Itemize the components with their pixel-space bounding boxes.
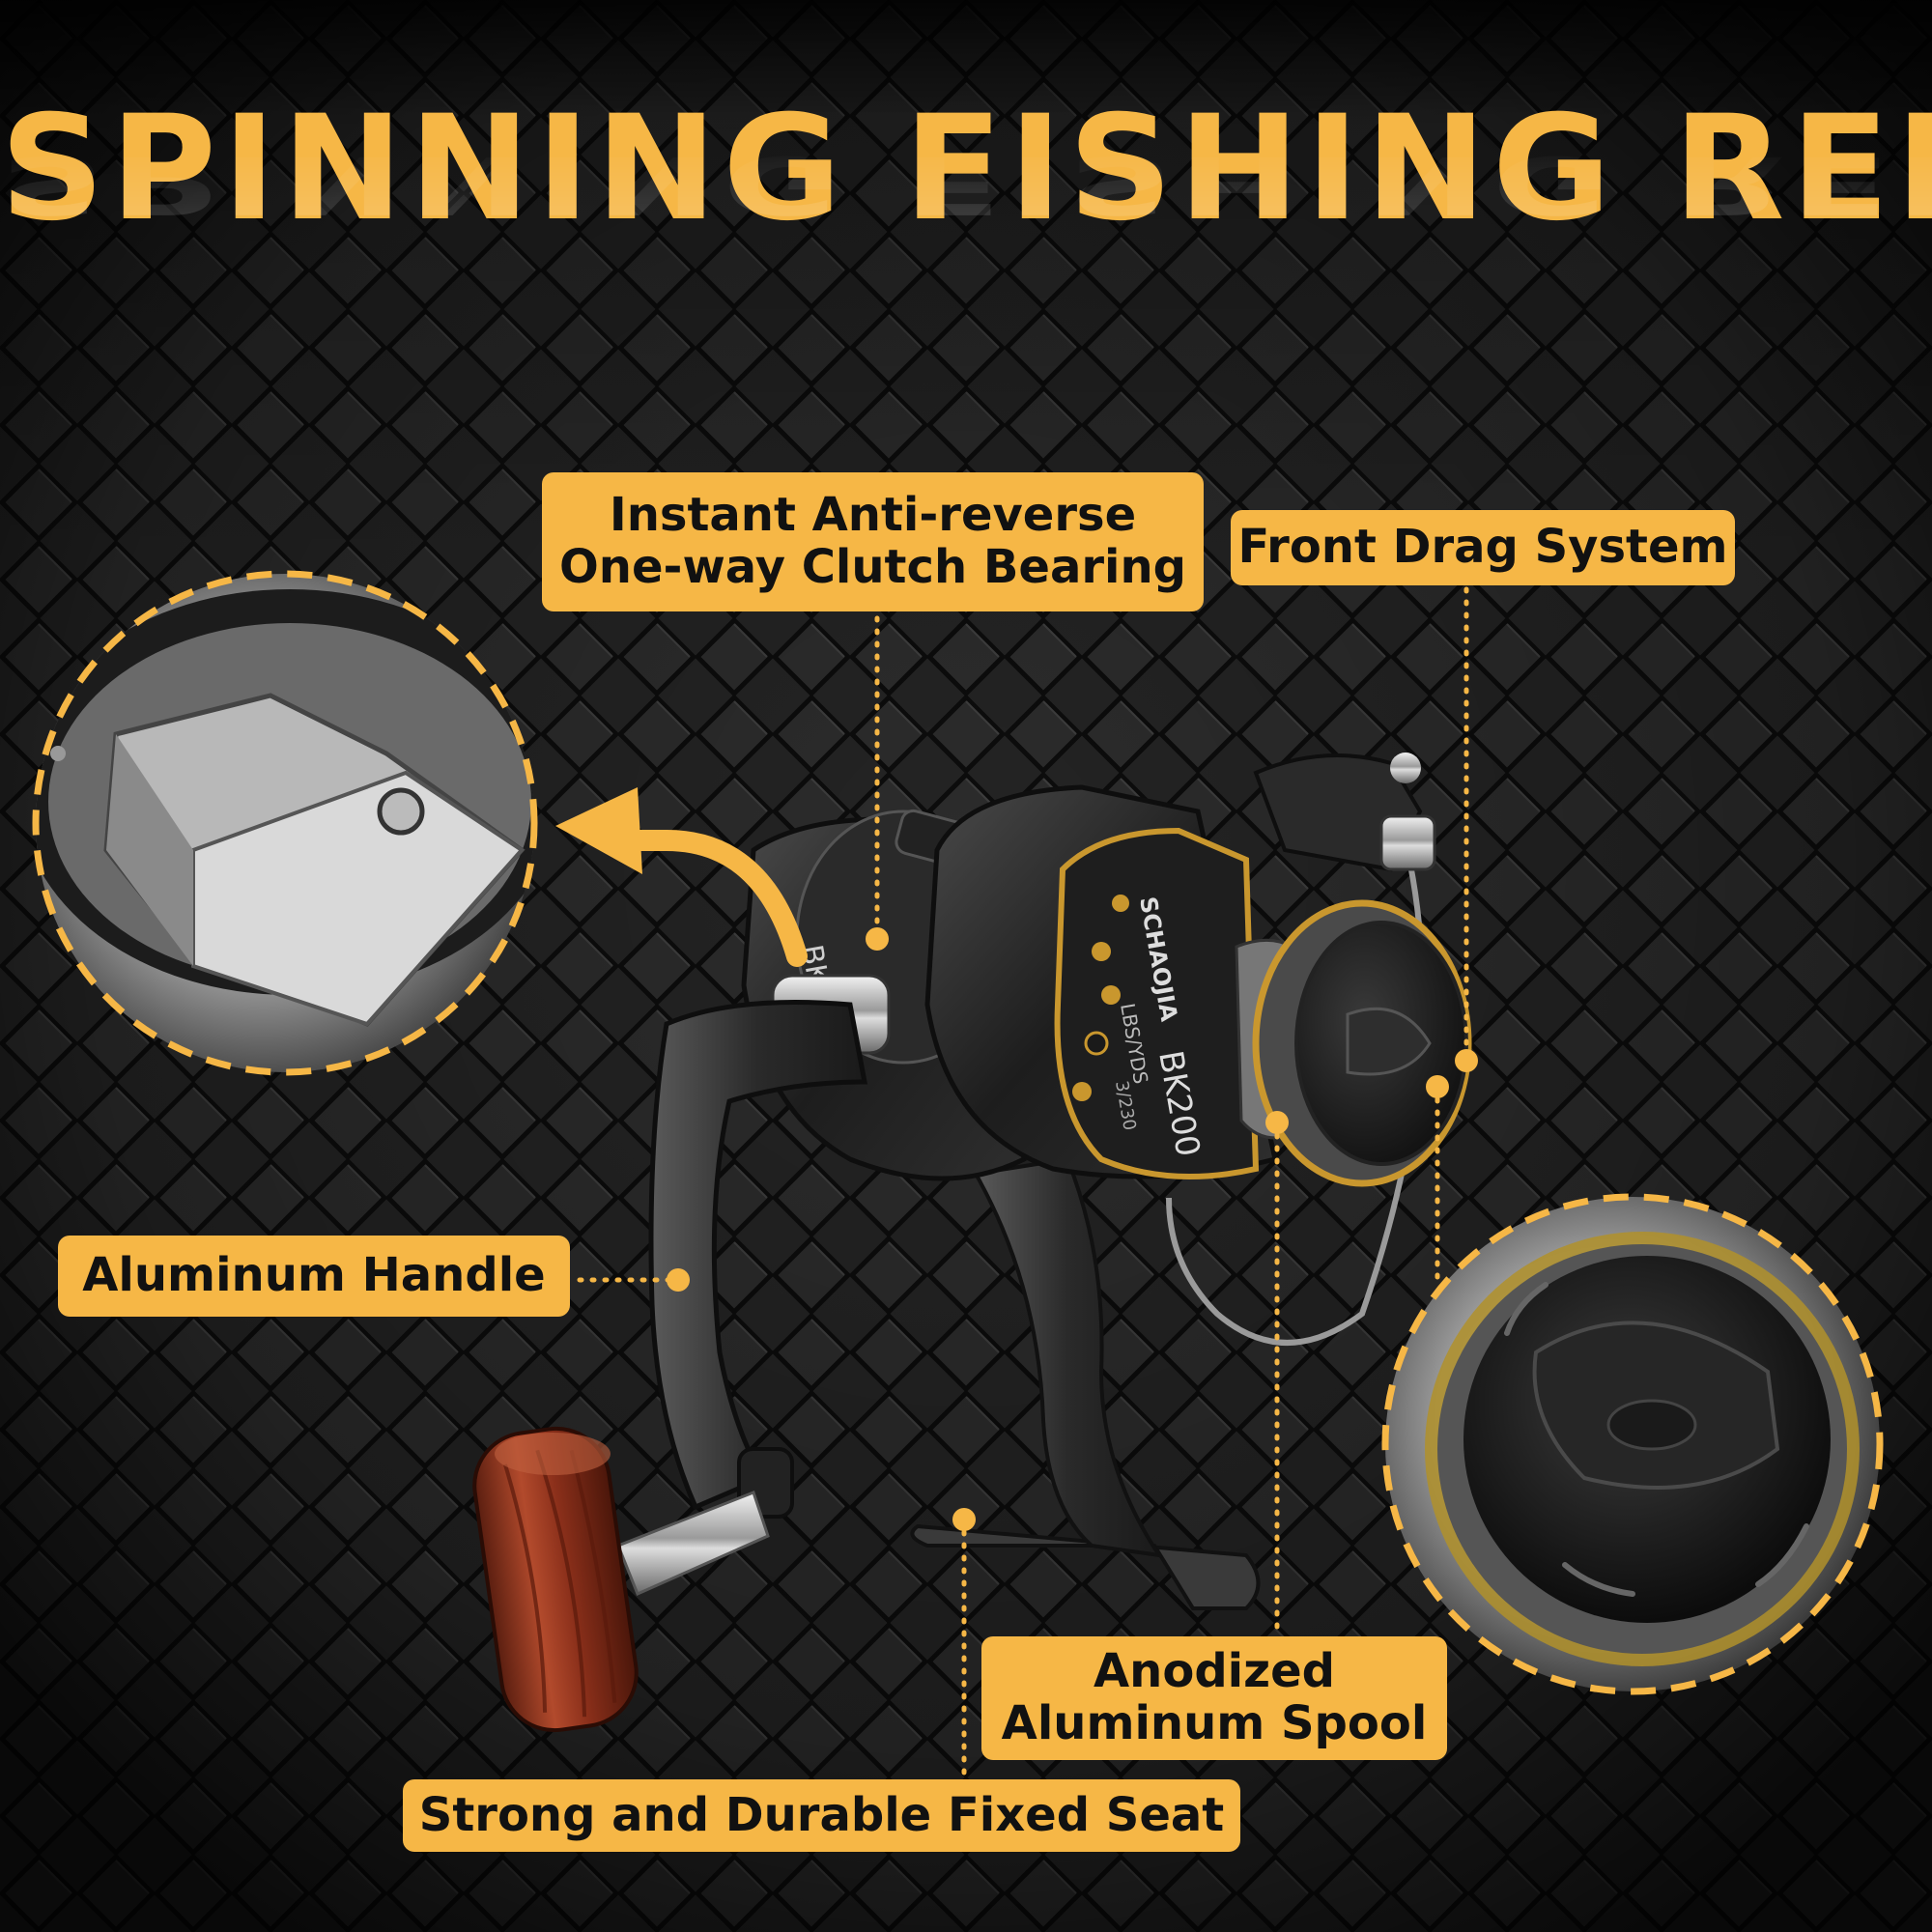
- label-spool-line2: Aluminum Spool: [1001, 1696, 1428, 1750]
- label-handle-text: Aluminum Handle: [82, 1248, 546, 1303]
- label-anti-reverse-line1: Instant Anti-reverse: [609, 488, 1137, 543]
- label-aluminum-spool: Anodized Aluminum Spool: [981, 1636, 1447, 1760]
- label-anti-reverse-bearing: Instant Anti-reverse One-way Clutch Bear…: [542, 472, 1204, 611]
- label-anti-reverse-line2: One-way Clutch Bearing: [558, 540, 1187, 594]
- label-aluminum-handle: Aluminum Handle: [58, 1236, 570, 1317]
- page-title-reflection: SPINNING FISHING REEL: [0, 137, 1932, 231]
- label-spool-line1: Anodized: [1094, 1644, 1335, 1699]
- page-title: SPINNING FISHING REEL: [0, 85, 1932, 253]
- label-front-drag-text: Front Drag System: [1237, 520, 1728, 575]
- label-seat-text: Strong and Durable Fixed Seat: [418, 1787, 1225, 1842]
- label-front-drag-system: Front Drag System: [1231, 510, 1735, 585]
- label-fixed-seat: Strong and Durable Fixed Seat: [403, 1779, 1240, 1852]
